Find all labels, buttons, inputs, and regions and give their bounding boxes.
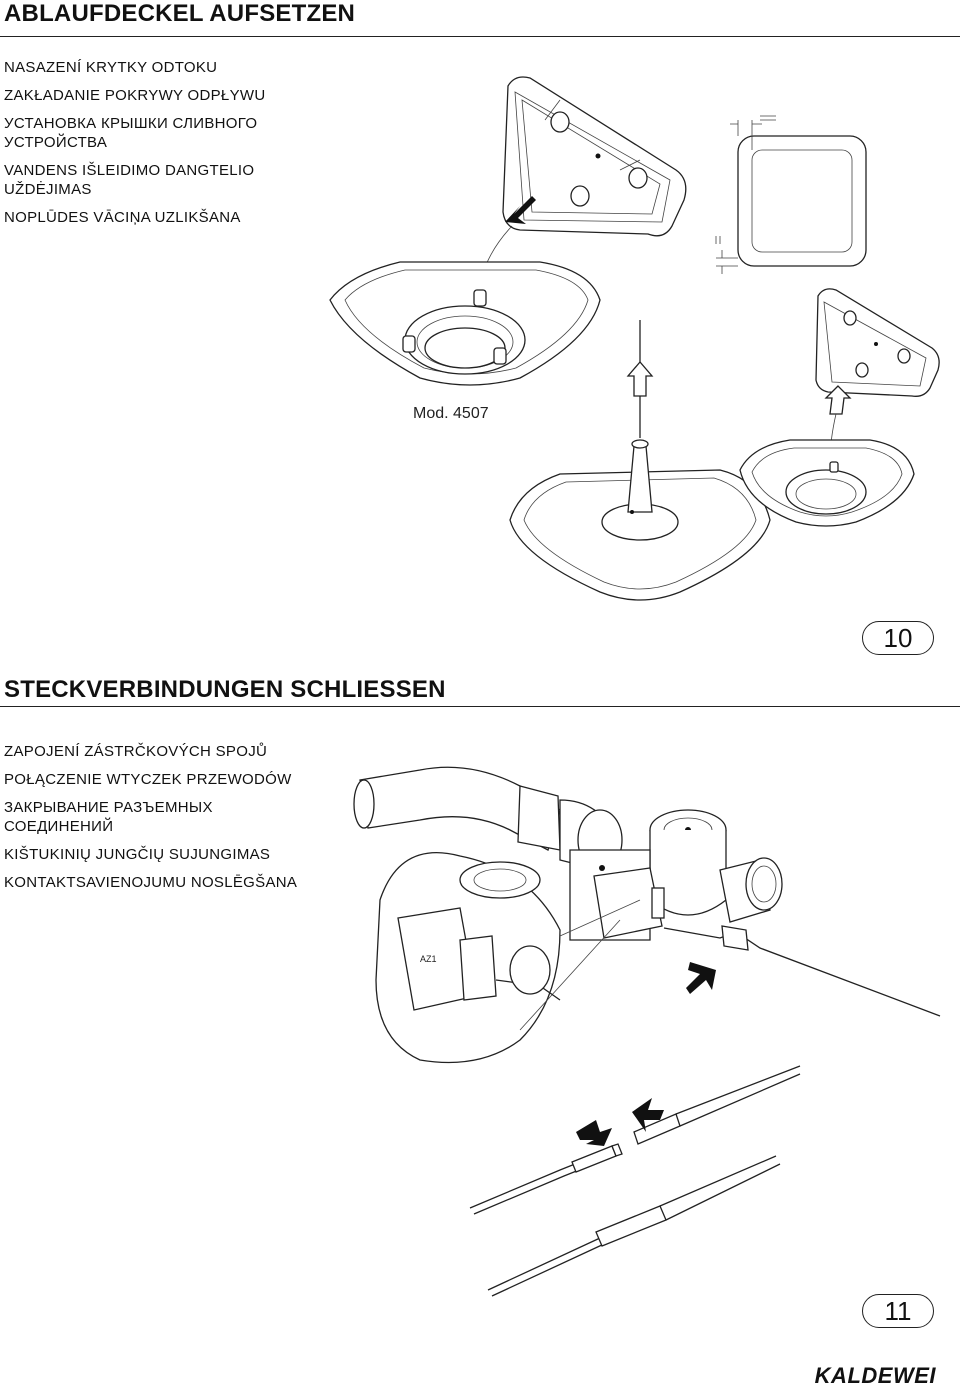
heading-divider: [0, 706, 960, 707]
step-number-badge: 11: [862, 1294, 934, 1328]
model-label: Mod. 4507: [413, 405, 489, 422]
cover-assembly-illustration: [329, 76, 940, 601]
step-number-badge: 10: [862, 621, 934, 655]
magnified-detail-drawing: AZ1: [375, 852, 641, 1064]
pointer-arrow-icon: [505, 196, 536, 224]
section-heading-cover: ABLAUFDECKEL AUFSETZEN: [4, 0, 356, 27]
drain-cover-small-drawing: [815, 288, 940, 397]
translations-connectors: ZAPOJENÍ ZÁSTRČKOVÝCH SPOJŮ POŁĄCZENIE W…: [4, 742, 297, 901]
heading-divider: [0, 36, 960, 37]
connector-illustration: AZ1: [353, 766, 941, 1297]
translation-cs: ZAPOJENÍ ZÁSTRČKOVÝCH SPOJŮ: [4, 743, 268, 760]
section-heading-connectors: STECKVERBINDUNGEN SCHLIESSEN: [4, 676, 446, 703]
drain-cover-drawing: [502, 76, 687, 237]
drain-base-drawing: [329, 261, 601, 386]
svg-text:AZ1: AZ1: [420, 954, 437, 964]
drain-base-small-drawing: [739, 439, 915, 527]
up-arrow-icon: [626, 361, 654, 397]
translation-pl: ZAKŁADANIE POKRYWY ODPŁYWU: [4, 87, 266, 104]
plug-connection-drawing: [469, 1065, 801, 1297]
translation-ru: УСТАНОВКА КРЫШКИ СЛИВНОГО УСТРОЙСТВА: [4, 115, 258, 151]
translation-lv: KONTAKTSAVIENOJUMU NOSLĒGŠANA: [4, 874, 298, 891]
translation-lt: KIŠTUKINIŲ JUNGČIŲ SUJUNGIMAS: [4, 846, 271, 863]
gap-detail-drawing: [715, 115, 867, 274]
translation-lv: NOPLŪDES VĀCIŅA UZLIKŠANA: [4, 209, 241, 226]
translation-ru: ЗАКРЫВАНИЕ РАЗЪЕМНЫХ СОЕДИНЕНИЙ: [4, 799, 213, 835]
pointer-arrow-icon: [686, 962, 716, 994]
translation-lt: VANDENS IŠLEIDIMO DANGTELIO UŽDĖJIMAS: [4, 162, 255, 198]
translation-cs: NASAZENÍ KRYTKY ODTOKU: [4, 59, 218, 76]
translation-pl: POŁĄCZENIE WTYCZEK PRZEWODÓW: [4, 771, 292, 788]
brand-logo: KALDEWEI: [814, 1363, 936, 1388]
pointer-arrow-icon: [576, 1098, 664, 1146]
translations-cover: NASAZENÍ KRYTKY ODTOKU ZAKŁADANIE POKRYW…: [4, 58, 274, 236]
mounting-tool-drawing: [509, 439, 771, 601]
